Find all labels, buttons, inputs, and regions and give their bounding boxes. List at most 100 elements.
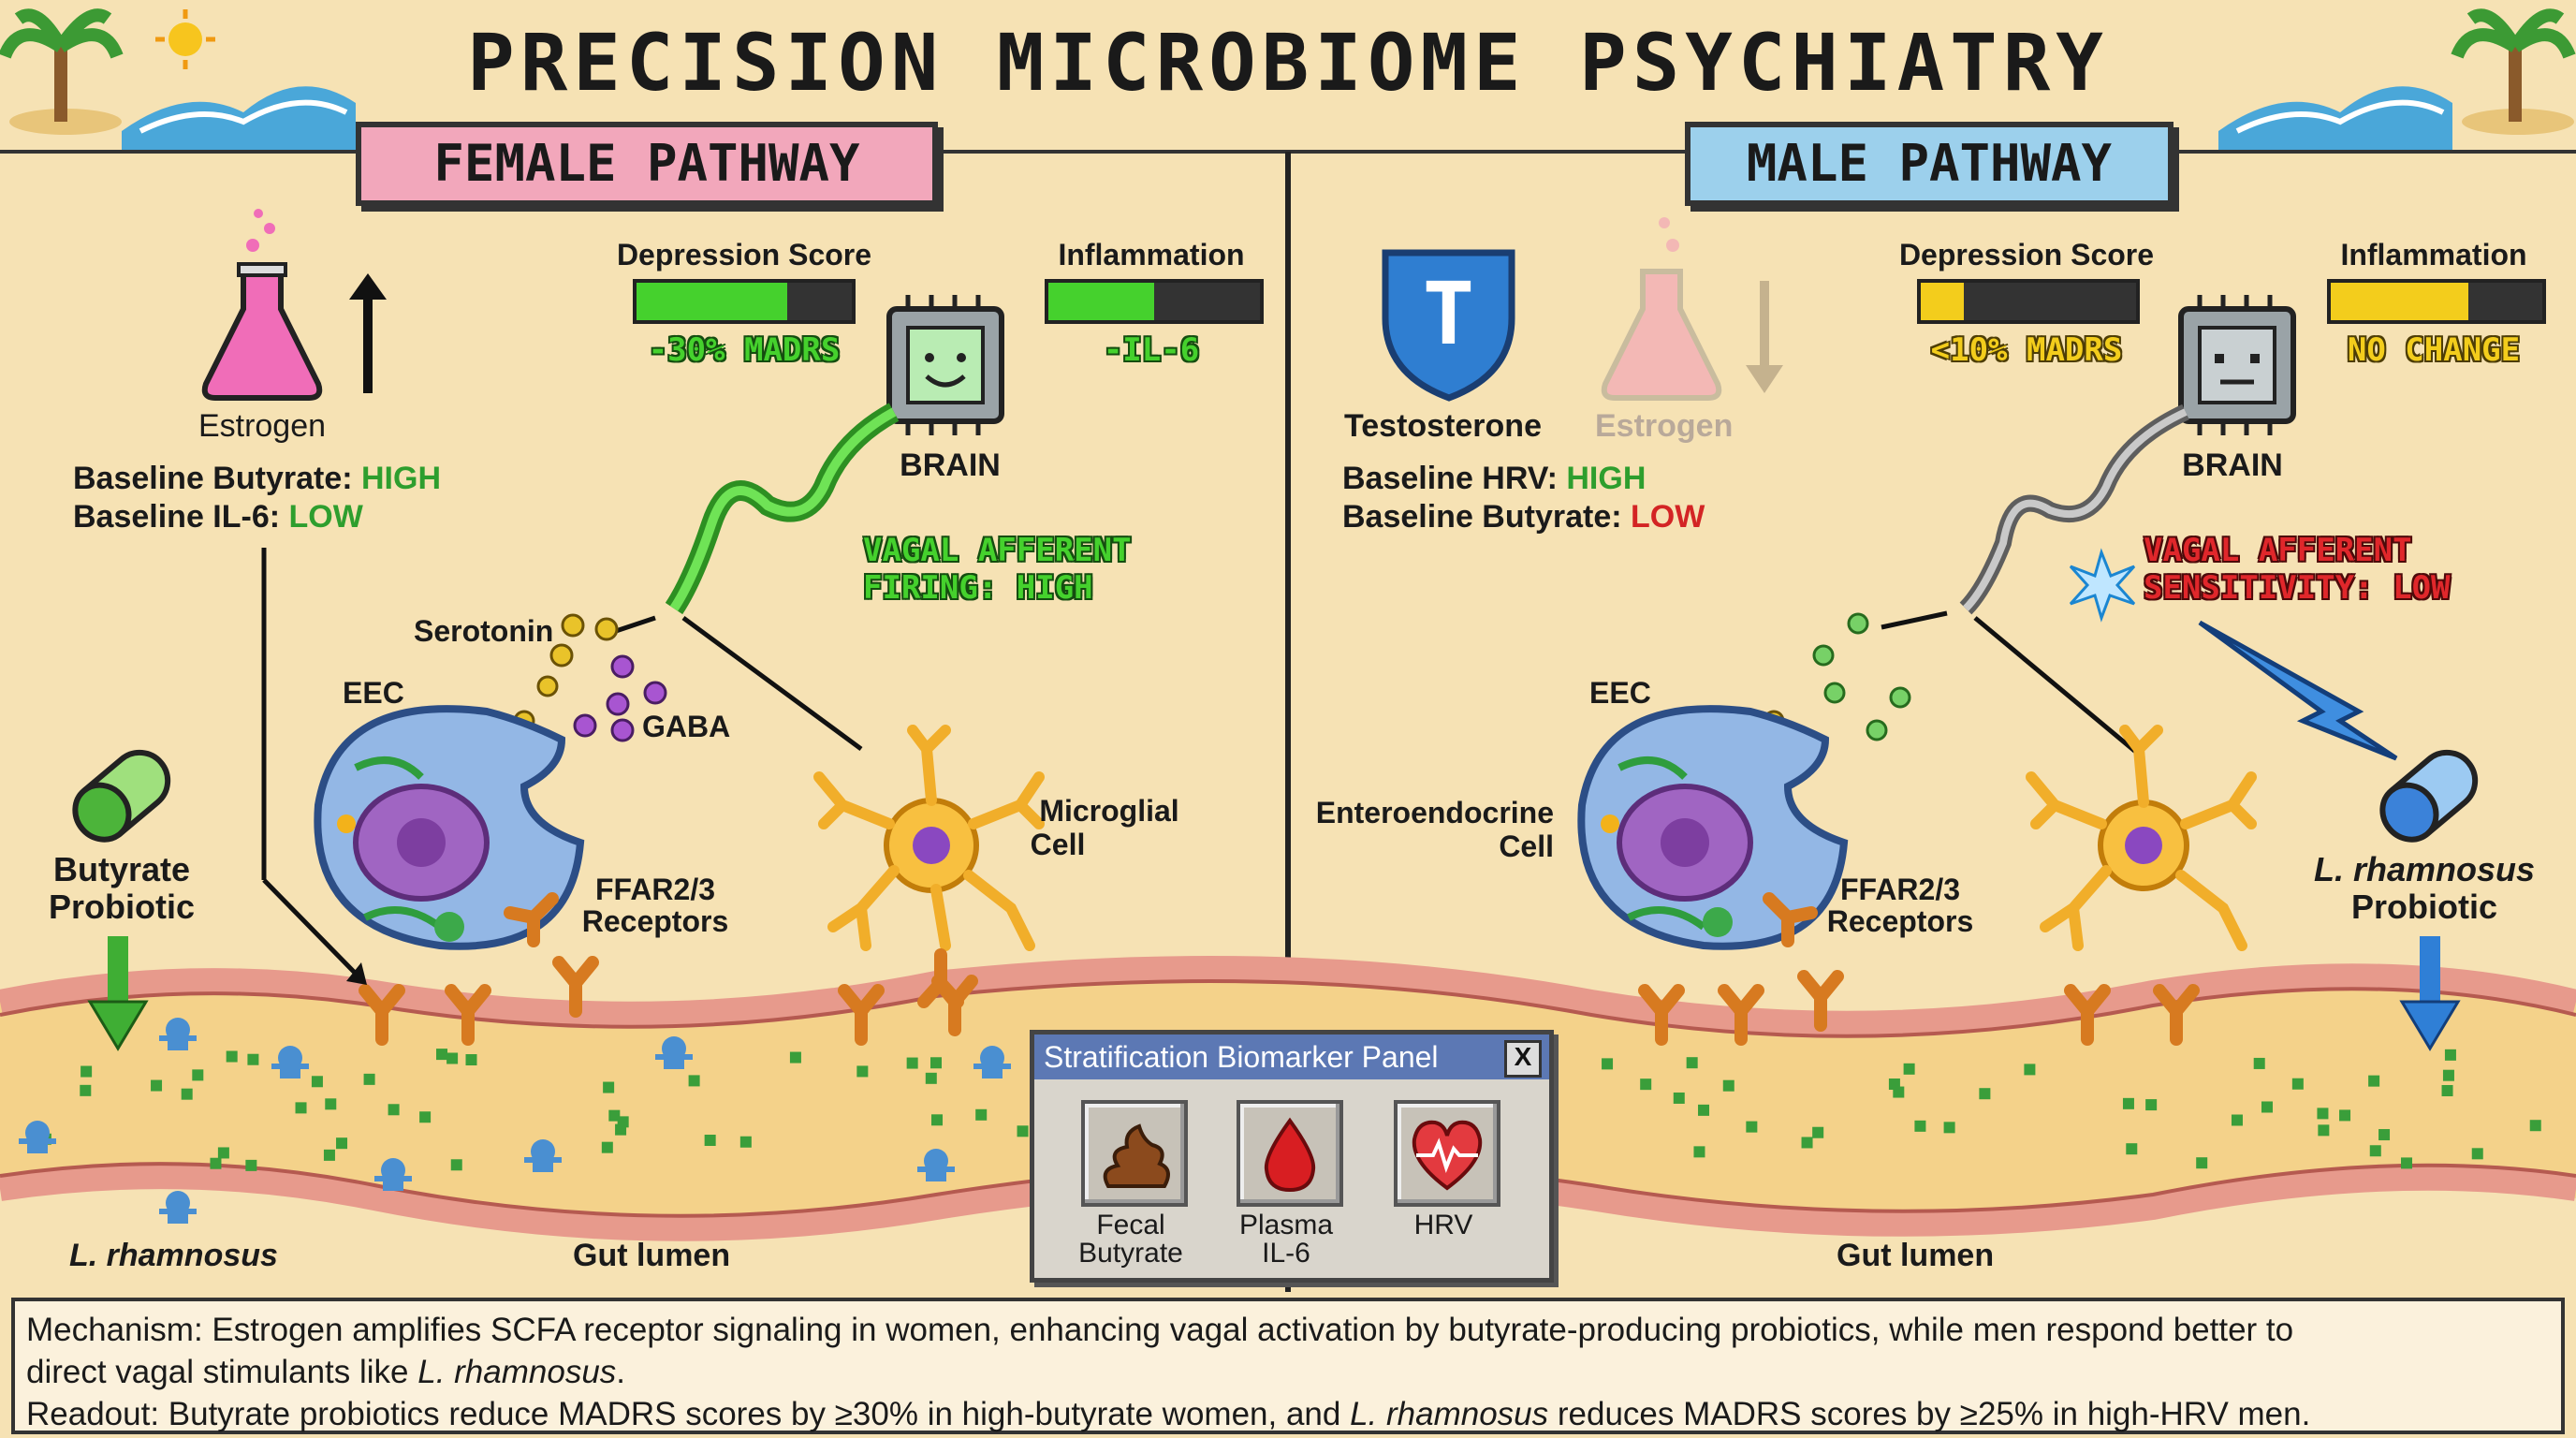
butyrate-particle: [1640, 1078, 1652, 1091]
butyrate-particle: [1893, 1086, 1905, 1098]
serotonin-label: Serotonin: [414, 614, 554, 648]
baseline-value: HIGH: [1566, 461, 1647, 496]
mechanism-line-2: direct vagal stimulants like L. rhamnosu…: [26, 1351, 2550, 1393]
female-depression-readout: -30% MADRS: [648, 331, 841, 369]
butyrate-particle: [226, 1050, 238, 1063]
male-baseline-1: Baseline HRV: HIGH: [1342, 461, 1646, 497]
readout-text: Readout: Butyrate probiotics reduce MADR…: [26, 1396, 1351, 1432]
mechanism-text: direct vagal stimulants like: [26, 1354, 418, 1390]
butyrate-particle: [2369, 1145, 2381, 1157]
bacterium-icon: [374, 1158, 412, 1191]
butyrate-particle: [704, 1134, 716, 1146]
meter-fill: [637, 283, 787, 320]
female-receptors-line1: FFAR2/3: [594, 873, 716, 906]
arrow-up-icon: [349, 273, 387, 393]
female-vagal-line2: FIRING: HIGH: [863, 569, 1093, 607]
microglia-label-line2: Cell: [1030, 828, 1086, 861]
male-receptors-line2: Receptors: [1826, 904, 1974, 938]
baseline-key: Baseline Butyrate:: [73, 461, 353, 496]
butyrate-particle: [419, 1111, 432, 1123]
palm-tree-icon-left: [0, 8, 124, 135]
brain-chip-neutral-icon: [2178, 295, 2296, 435]
butyrate-particle: [80, 1065, 93, 1078]
male-depression-label: Depression Score: [1898, 238, 2155, 271]
butyrate-particle: [2368, 1075, 2380, 1087]
butyrate-particle: [2261, 1101, 2273, 1113]
butyrate-particle: [2145, 1099, 2158, 1111]
mechanism-species: L. rhamnosus: [417, 1354, 617, 1390]
butyrate-particle: [2122, 1097, 2134, 1109]
butyrate-particle: [80, 1084, 92, 1096]
lrhamnosus-probiotic-line1: L. rhamnosus: [2313, 850, 2536, 888]
butyrate-particle: [1698, 1104, 1710, 1116]
butyrate-capsule-icon: [72, 749, 171, 843]
bacterium-icon: [19, 1121, 56, 1153]
bacterium-icon: [159, 1191, 197, 1224]
male-eec-label: EEC: [1589, 676, 1651, 710]
plasma-il6-tile[interactable]: [1237, 1100, 1343, 1207]
gaba-molecules: [573, 654, 667, 742]
palm-tree-icon-right: [2451, 8, 2576, 135]
butyrate-particle: [617, 1116, 629, 1128]
butyrate-particle: [2291, 1078, 2304, 1090]
butyrate-particle: [975, 1108, 988, 1121]
female-eec-label: EEC: [343, 676, 404, 710]
butyrate-particle: [789, 1051, 801, 1064]
butyrate-particle: [446, 1052, 459, 1064]
butyrate-particle: [436, 1049, 448, 1061]
female-depression-label: Depression Score: [616, 238, 872, 271]
butyrate-particle: [450, 1159, 462, 1171]
butyrate-particle: [363, 1073, 375, 1085]
bacterium-icon: [973, 1046, 1011, 1078]
female-pathway-banner: FEMALE PATHWAY: [356, 122, 938, 206]
fecal-butyrate-tile[interactable]: [1081, 1100, 1188, 1207]
female-baseline-1: Baseline Butyrate: HIGH: [73, 461, 441, 497]
male-receptors-line1: FFAR2/3: [1839, 873, 1961, 906]
female-vagal-line1: VAGAL AFFERENT: [863, 532, 1132, 569]
meter-fill: [2331, 283, 2468, 320]
readout-species: L. rhamnosus: [1350, 1396, 1549, 1432]
butyrate-particle: [1812, 1126, 1824, 1138]
gaba-label: GABA: [642, 710, 731, 743]
lrhamnosus-probiotic-line2: Probiotic: [2350, 888, 2497, 926]
fecal-label-line1: Fecal: [1096, 1210, 1165, 1240]
bacterium-icon: [271, 1046, 309, 1078]
plasma-label-line2: IL-6: [1262, 1238, 1310, 1269]
male-vagal-line1: VAGAL AFFERENT: [2144, 532, 2412, 569]
plasma-label-line1: Plasma: [1238, 1210, 1334, 1240]
hrv-label: HRV: [1413, 1210, 1473, 1240]
spark-icon: [2069, 548, 2136, 623]
female-inflammation-bar: [1045, 279, 1264, 324]
butyrate-particle: [247, 1053, 259, 1065]
testosterone-shield-letter: T: [1422, 264, 1475, 364]
male-faded-hormone-label: Estrogen: [1595, 408, 1734, 444]
arrow-down-green-icon: [87, 936, 149, 1051]
female-inflammation-readout: -IL-6: [1103, 331, 1200, 369]
male-inflammation-label: Inflammation: [2340, 238, 2527, 271]
butyrate-particle: [2339, 1109, 2351, 1122]
eec-cell-male: [1577, 705, 1849, 950]
baseline-value: LOW: [1631, 499, 1705, 535]
male-gut-lumen-label: Gut lumen: [1837, 1238, 1995, 1273]
butyrate-particle: [1746, 1121, 1758, 1133]
female-depression-bar: [633, 279, 856, 324]
meter-fill: [1921, 283, 1964, 320]
female-gut-lumen-label: Gut lumen: [573, 1238, 731, 1273]
enteroendocrine-line2: Cell: [1499, 829, 1554, 863]
panel-close-button[interactable]: X: [1504, 1040, 1542, 1078]
butyrate-particle: [2024, 1064, 2036, 1076]
butyrate-particle: [181, 1088, 193, 1100]
butyrate-probiotic-line2: Probiotic: [48, 888, 195, 926]
butyrate-particle: [388, 1104, 400, 1116]
lightning-bolt-icon: [2198, 620, 2398, 761]
butyrate-particle: [2471, 1148, 2483, 1160]
baseline-value: LOW: [288, 499, 363, 535]
butyrate-particle: [1602, 1058, 1614, 1070]
butyrate-particle: [1673, 1092, 1685, 1104]
hrv-tile[interactable]: [1394, 1100, 1500, 1207]
butyrate-probiotic-line1: Butyrate: [52, 850, 191, 888]
male-vagal-line2: SENSITIVITY: LOW: [2144, 569, 2451, 607]
estrogen-flask-icon: [201, 209, 323, 401]
baseline-key: Baseline IL-6:: [73, 499, 281, 535]
poop-icon: [1103, 1123, 1170, 1188]
